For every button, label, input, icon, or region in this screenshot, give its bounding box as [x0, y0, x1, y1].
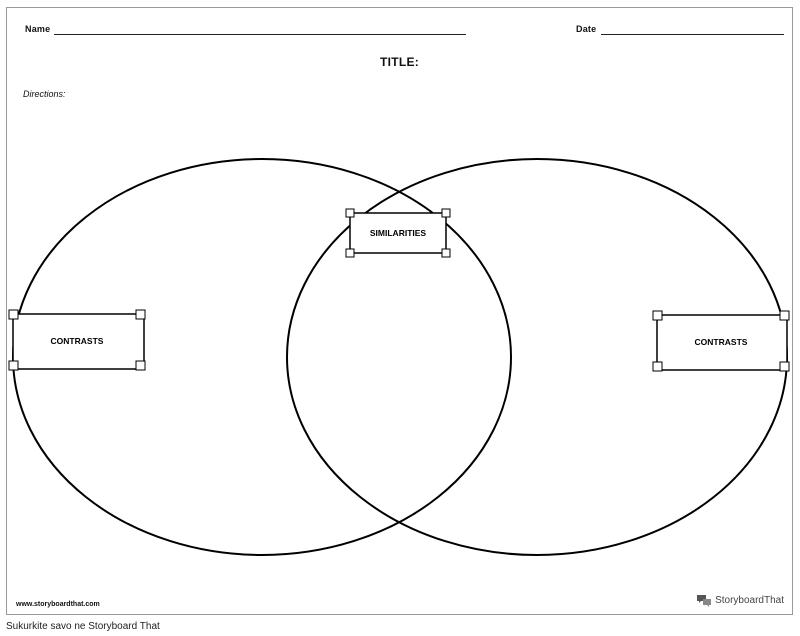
date-label: Date	[576, 24, 597, 34]
date-field-line[interactable]	[601, 34, 784, 35]
similarities-box[interactable]: SIMILARITIES	[345, 208, 451, 258]
page-caption: Sukurkite savo ne Storyboard That	[6, 621, 160, 632]
left-contrasts-label: CONTRASTS	[51, 336, 104, 346]
brand-logo: StoryboardThat	[696, 594, 784, 607]
right-contrasts-label: CONTRASTS	[695, 337, 748, 347]
chat-bubbles-icon	[697, 595, 712, 607]
footer-url: www.storyboardthat.com	[16, 601, 100, 608]
right-contrasts-box[interactable]: CONTRASTS	[652, 310, 790, 372]
similarities-label: SIMILARITIES	[370, 228, 427, 238]
directions-label: Directions:	[23, 89, 66, 99]
name-label: Name	[25, 24, 51, 34]
name-field-line[interactable]	[54, 34, 466, 35]
worksheet-title: TITLE:	[379, 55, 420, 69]
brand-name: StoryboardThat	[715, 595, 784, 606]
left-contrasts-box[interactable]: CONTRASTS	[8, 309, 146, 371]
venn-diagram: SIMILARITIES CONTRASTS CONTRASTS	[8, 158, 790, 556]
